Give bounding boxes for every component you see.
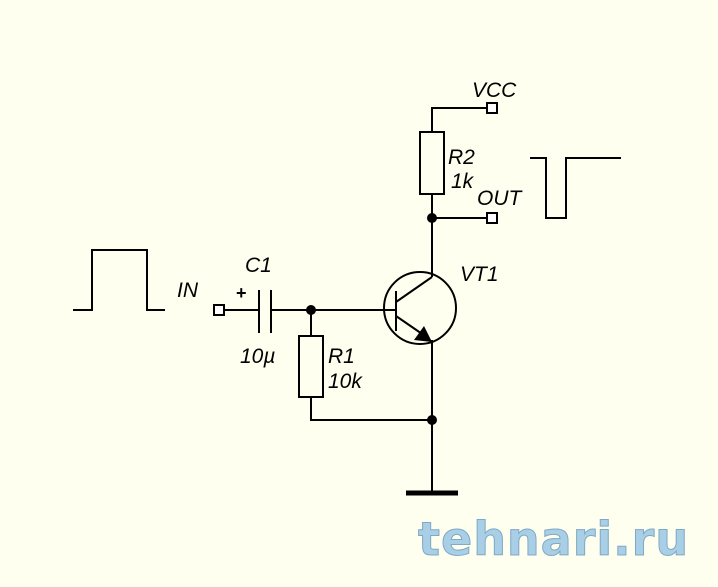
c1-name-label: C1 bbox=[245, 254, 272, 277]
in-terminal bbox=[213, 304, 225, 316]
input-pulse-waveform bbox=[73, 249, 165, 311]
resistor-r1 bbox=[298, 335, 324, 398]
c1-polarity-label: + bbox=[236, 283, 247, 303]
out-label: OUT bbox=[477, 187, 524, 210]
capacitor-c1 bbox=[258, 290, 272, 333]
vcc-terminal bbox=[486, 102, 498, 114]
vcc-label: VCC bbox=[472, 79, 517, 102]
r2-value-label: 1k bbox=[451, 170, 475, 193]
transistor-vt1 bbox=[383, 271, 457, 345]
wire-r1-bottom bbox=[310, 397, 432, 421]
r2-name-label: R2 bbox=[448, 146, 475, 169]
in-label: IN bbox=[177, 279, 199, 302]
resistor-r2 bbox=[419, 131, 445, 195]
watermark-logo: tehnari.ru bbox=[418, 512, 689, 566]
r1-value-label: 10k bbox=[328, 370, 363, 393]
out-terminal bbox=[486, 212, 498, 224]
r1-name-label: R1 bbox=[328, 345, 355, 368]
vt1-label: VT1 bbox=[460, 263, 499, 286]
output-pulse-waveform bbox=[530, 157, 621, 219]
emitter-arrow-icon bbox=[414, 326, 432, 342]
c1-value-label: 10µ bbox=[240, 345, 275, 368]
wire-vcc bbox=[431, 107, 487, 132]
